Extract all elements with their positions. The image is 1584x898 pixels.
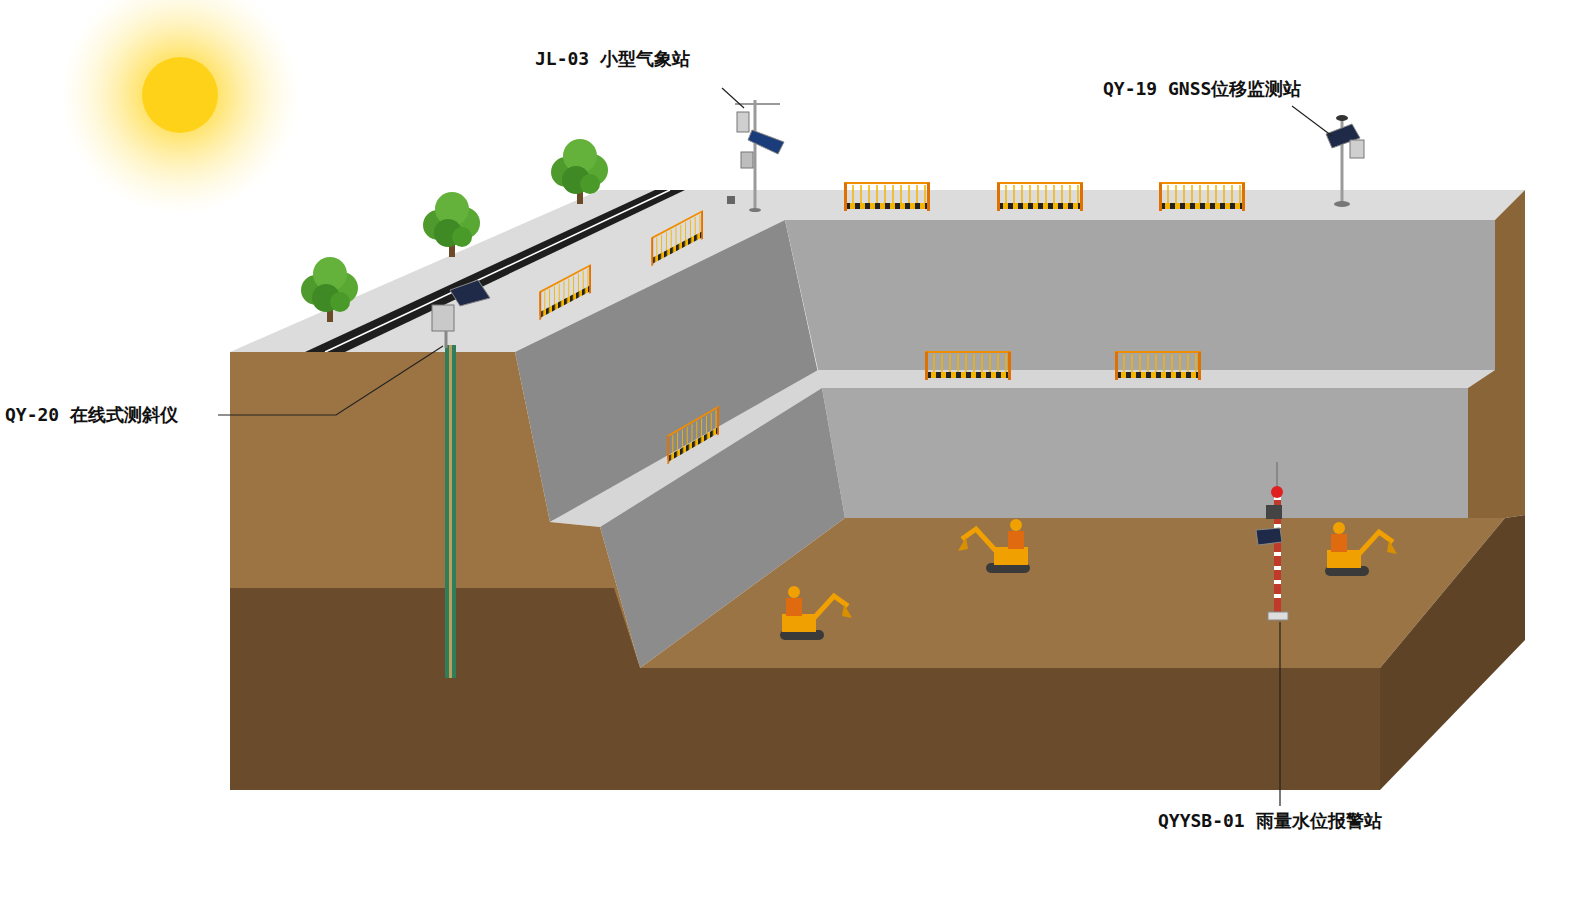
station-label: QYYSB-01 雨量水位报警站 (1158, 810, 1382, 832)
station-label: JL-03 小型气象站 (535, 48, 690, 70)
station-label: QY-19 GNSS位移监测站 (1103, 78, 1301, 100)
station-label: QY-20 在线式测斜仪 (5, 404, 178, 426)
